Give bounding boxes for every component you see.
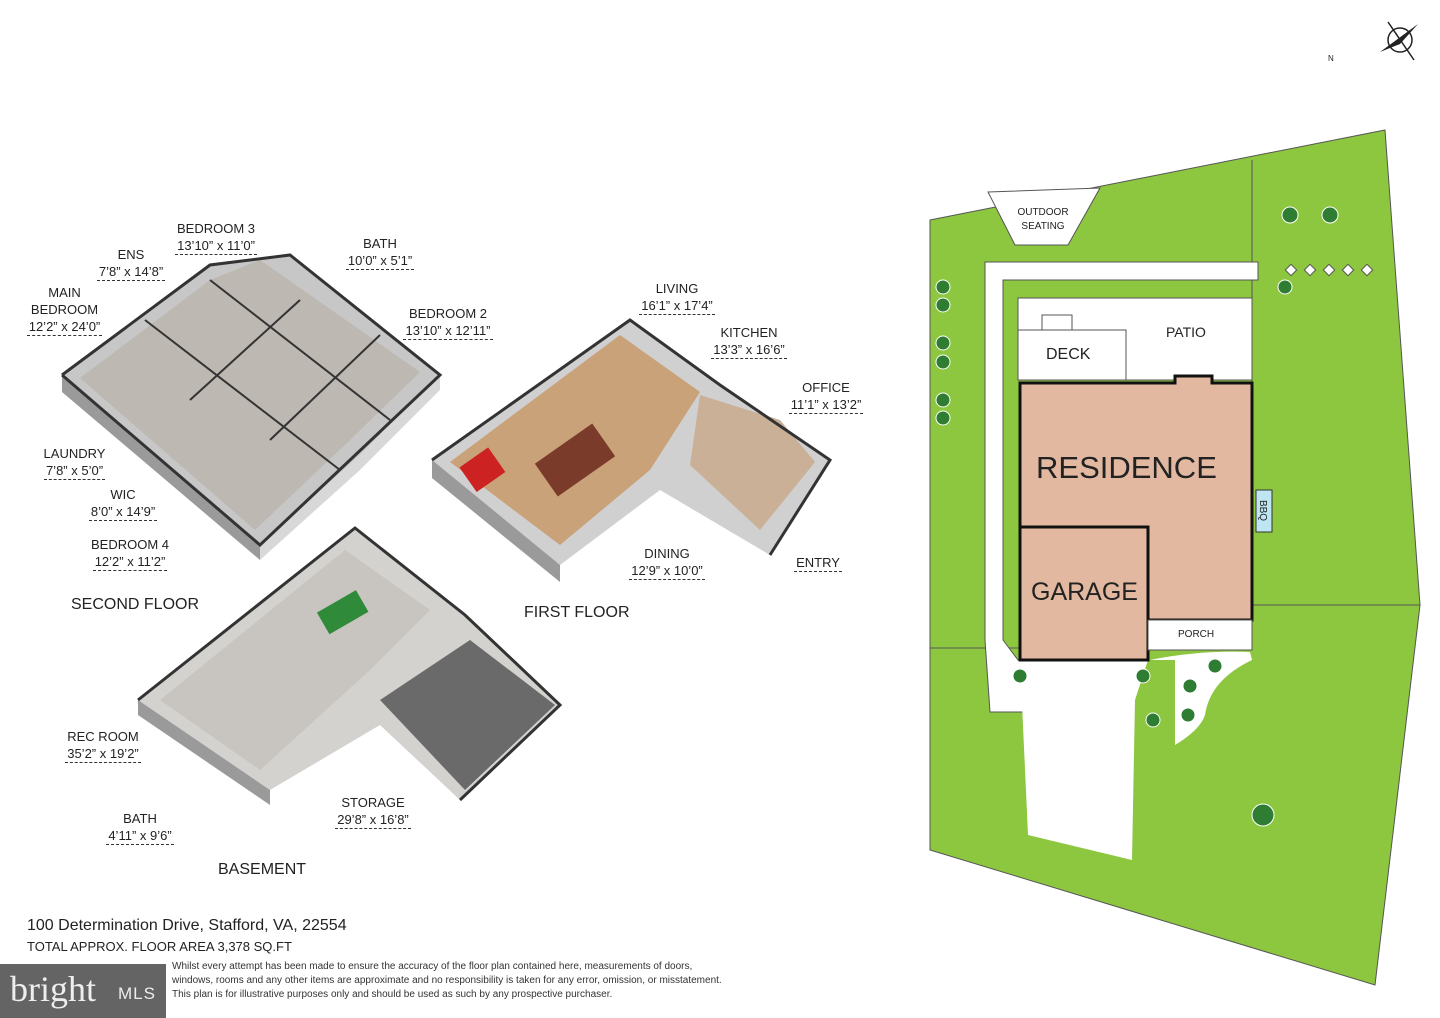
room-label: ENTRY — [794, 555, 842, 572]
site-plan — [929, 129, 1421, 986]
bright-mls-watermark: bright MLS — [0, 964, 166, 1018]
second-floor-plan — [61, 253, 443, 560]
address: 100 Determination Drive, Stafford, VA, 2… — [27, 917, 347, 934]
total-floor-area: TOTAL APPROX. FLOOR AREA 3,378 SQ.FT — [27, 939, 292, 954]
floor-title: SECOND FLOOR — [71, 596, 200, 613]
outdoor-seating-label: OUTDOOR SEATING — [1017, 207, 1069, 232]
disclaimer: Whilst every attempt has been made to en… — [172, 960, 872, 1002]
garage — [1018, 525, 1150, 662]
disclaimer-line: Whilst every attempt has been made to en… — [172, 961, 693, 972]
garage-label: GARAGE — [1031, 578, 1138, 606]
deck-label: DECK — [1046, 346, 1091, 363]
bbq — [1255, 489, 1273, 533]
residence-label: RESIDENCE — [1036, 450, 1217, 485]
compass-label: N — [1328, 54, 1334, 63]
compass-icon — [1380, 21, 1418, 61]
bbq-label: BBQ — [1257, 499, 1269, 522]
deck — [1017, 329, 1127, 381]
floor-title: FIRST FLOOR — [524, 604, 630, 621]
patio-label: PATIO — [1166, 324, 1206, 340]
first-floor-plan — [431, 318, 833, 582]
disclaimer-line: This plan is for illustrative purposes o… — [172, 989, 613, 1000]
outdoor-seating-area — [987, 187, 1101, 246]
porch — [1147, 619, 1253, 651]
disclaimer-line: windows, rooms and any other items are a… — [172, 975, 722, 986]
walkway — [984, 261, 1259, 713]
porch-label: PORCH — [1178, 629, 1215, 640]
driveway — [1020, 660, 1148, 860]
basement-plan — [137, 526, 563, 805]
floor-title: BASEMENT — [218, 861, 307, 878]
